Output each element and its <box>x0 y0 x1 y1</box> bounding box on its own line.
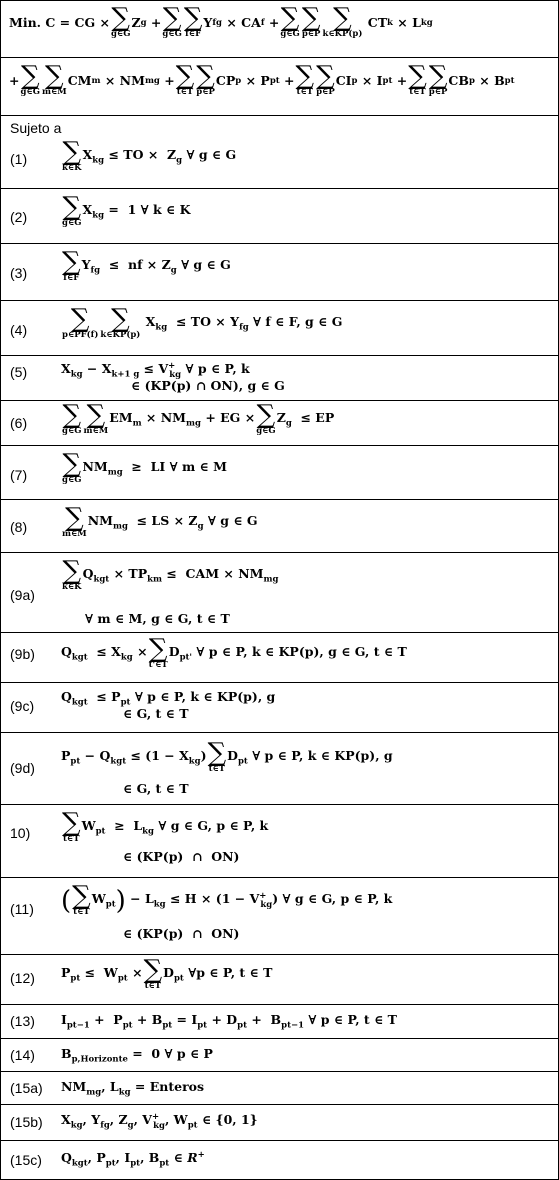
constraint-label: 10) <box>10 825 31 841</box>
constraint-label: (4) <box>10 322 28 338</box>
constraint-row-9b: (9b) Qkgt ≤ Xkg × ∑t'∈T Dpt' ∀ p ∈ P, k … <box>1 633 558 683</box>
constraint-expression: ( ∑t∈T Wpt ) − Lkg ≤ H × (1 − V+kg) ∀ g … <box>61 881 393 917</box>
constraint-label: (8) <box>10 519 28 535</box>
constraint-expression: Ppt ≤ Wpt × ∑t∈T Dpt ∀p ∈ P, t ∈ T <box>61 955 273 991</box>
constraint-expression: ∑g∈G Xkg = 1 ∀ k ∈ K <box>62 192 191 228</box>
constraint-label: (9b) <box>10 646 35 662</box>
constraint-row-15c: (15c) Qkgt, Ppt, Ipt, Bpt ∈ R+ <box>1 1141 558 1180</box>
constraint-row-7: (7) ∑g∈G NMmg ≥ LI ∀ m ∈ M <box>1 446 558 500</box>
constraint-label: (15a) <box>10 1080 43 1096</box>
constraint-label: (9d) <box>10 760 35 776</box>
constraint-row-15b: (15b) Xkg, Yfg, Zg, V+kg, Wpt ∈ {0, 1} <box>1 1105 558 1141</box>
constraint-row-1: Sujeto a (1) ∑k∈K Xkg ≤ TO × Zg ∀ g ∈ G <box>1 116 558 189</box>
constraint-label: (2) <box>10 209 28 225</box>
constraint-expression: ∑p∈PF(f) ∑k∈KP(p) Xkg ≤ TO × Yfg ∀ f ∈ F… <box>62 304 343 340</box>
constraint-expression-cont: ∈ G, t ∈ T <box>123 706 189 721</box>
constraint-row-15a: (15a) NMmg, Lkg = Enteros <box>1 1072 558 1105</box>
constraint-expression: Qkgt ≤ Ppt ∀ p ∈ P, k ∈ KP(p), g <box>61 689 276 708</box>
constraint-expression: ∑g∈G ∑m∈M EMm × NMmg + EG × ∑g∈G Zg ≤ EP <box>62 400 335 436</box>
constraint-label: (12) <box>10 970 35 986</box>
constraint-row-12: (12) Ppt ≤ Wpt × ∑t∈T Dpt ∀p ∈ P, t ∈ T <box>1 955 558 1005</box>
constraint-row-2: (2) ∑g∈G Xkg = 1 ∀ k ∈ K <box>1 189 558 244</box>
constraint-expression: Bp,Horizonte = 0 ∀ p ∈ P <box>61 1046 213 1065</box>
constraint-expression: Ppt − Qkgt ≤ (1 − Xkg) ∑t∈T Dpt ∀ p ∈ P,… <box>61 738 393 774</box>
constraint-row-10: 10) ∑t∈T Wpt ≥ Lkg ∀ g ∈ G, p ∈ P, k ∈ (… <box>1 805 558 878</box>
constraint-label: (7) <box>10 467 28 483</box>
constraint-row-13: (13) Ipt−1 + Ppt + Bpt = Ipt + Dpt + Bpt… <box>1 1005 558 1039</box>
constraint-row-9a: (9a) ∑k∈K Qkgt × TPkm ≤ CAM × NMmg ∀ m ∈… <box>1 553 558 633</box>
constraint-expression: ∑k∈K Qkgt × TPkm ≤ CAM × NMmg <box>62 556 279 592</box>
constraint-expression: Qkgt, Ppt, Ipt, Bpt ∈ R+ <box>61 1150 205 1169</box>
constraint-row-11: (11) ( ∑t∈T Wpt ) − Lkg ≤ H × (1 − V+kg)… <box>1 878 558 955</box>
constraint-expression: Xkg, Yfg, Zg, V+kg, Wpt ∈ {0, 1} <box>61 1112 258 1131</box>
constraint-expression: ∑g∈G NMmg ≥ LI ∀ m ∈ M <box>62 449 227 485</box>
constraint-expression: ∑m∈M NMmg ≤ LS × Zg ∀ g ∈ G <box>62 503 258 539</box>
constraint-row-5: (5) Xkg − Xk+1 g ≤ V+kg ∀ p ∈ P, k ∈ (KP… <box>1 356 558 401</box>
constraint-label: (15c) <box>10 1152 42 1168</box>
constraint-label: (9c) <box>10 698 35 714</box>
constraint-row-6: (6) ∑g∈G ∑m∈M EMm × NMmg + EG × ∑g∈G Zg … <box>1 401 558 446</box>
constraint-expression-cont: ∈ G, t ∈ T <box>123 781 189 796</box>
constraint-expression: Qkgt ≤ Xkg × ∑t'∈T Dpt' ∀ p ∈ P, k ∈ KP(… <box>61 634 407 670</box>
constraint-row-3: (3) ∑f∈F Yfg ≤ nf × Zg ∀ g ∈ G <box>1 244 558 301</box>
constraint-row-4: (4) ∑p∈PF(f) ∑k∈KP(p) Xkg ≤ TO × Yfg ∀ f… <box>1 301 558 356</box>
constraint-row-8: (8) ∑m∈M NMmg ≤ LS × Zg ∀ g ∈ G <box>1 500 558 553</box>
constraint-expression-cont: ∈ (KP(p) ∩ ON) <box>123 926 240 941</box>
constraint-label: (11) <box>10 901 34 917</box>
constraint-row-14: (14) Bp,Horizonte = 0 ∀ p ∈ P <box>1 1039 558 1072</box>
subject-to-label: Sujeto a <box>10 120 62 136</box>
constraint-expression: Xkg − Xk+1 g ≤ V+kg ∀ p ∈ P, k <box>61 361 250 380</box>
sum-symbol: ∑g∈G <box>110 3 131 39</box>
constraint-label: (6) <box>10 415 28 431</box>
constraint-expression: Ipt−1 + Ppt + Bpt = Ipt + Dpt + Bpt−1 ∀ … <box>61 1012 397 1031</box>
constraint-expression: ∑t∈T Wpt ≥ Lkg ∀ g ∈ G, p ∈ P, k <box>62 808 269 844</box>
constraint-expression: ∑f∈F Yfg ≤ nf × Zg ∀ g ∈ G <box>62 247 231 283</box>
constraint-label: (3) <box>10 265 28 281</box>
objective-prefix: Min. C = CG × <box>9 15 110 30</box>
constraint-label: (9a) <box>10 587 35 603</box>
constraint-label: (13) <box>10 1013 35 1029</box>
constraint-label: (14) <box>10 1047 35 1063</box>
constraint-expression: ∑k∈K Xkg ≤ TO × Zg ∀ g ∈ G <box>62 137 237 173</box>
constraint-label: (15b) <box>10 1114 43 1130</box>
constraint-expression-cont: ∀ m ∈ M, g ∈ G, t ∈ T <box>85 611 230 626</box>
constraint-label: (5) <box>10 364 28 380</box>
constraint-expression-cont: ∈ (KP(p) ∩ ON) <box>123 849 240 864</box>
constraint-row-9c: (9c) Qkgt ≤ Ppt ∀ p ∈ P, k ∈ KP(p), g ∈ … <box>1 683 558 733</box>
constraint-expression: NMmg, Lkg = Enteros <box>61 1079 205 1098</box>
constraint-row-9d: (9d) Ppt − Qkgt ≤ (1 − Xkg) ∑t∈T Dpt ∀ p… <box>1 733 558 805</box>
constraint-label: (1) <box>10 151 28 167</box>
constraint-expression-cont: ∈ (KP(p) ∩ ON), g ∈ G <box>131 378 285 393</box>
